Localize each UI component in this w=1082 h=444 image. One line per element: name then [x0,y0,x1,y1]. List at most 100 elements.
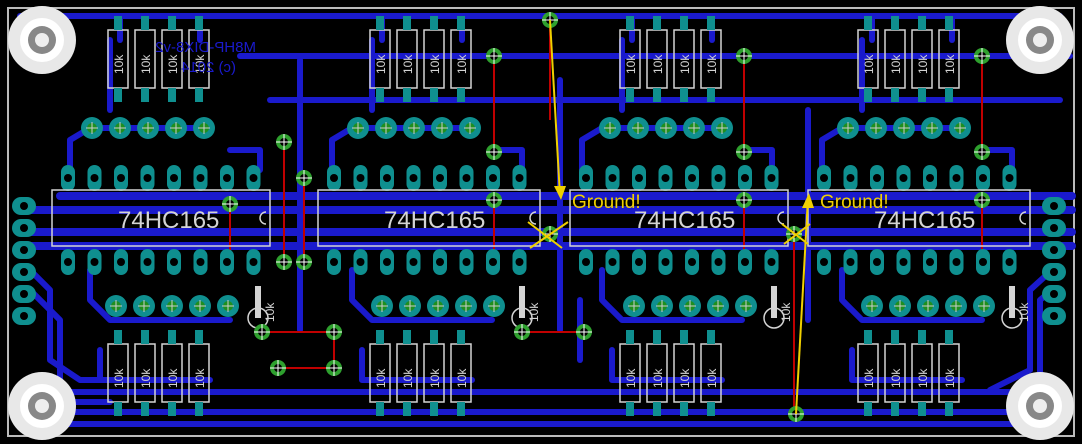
pad-cross [194,300,206,312]
resistor-lead [457,330,465,344]
pad-cross [404,300,416,312]
pad-hole [223,174,231,182]
via-cross [576,324,592,340]
pad-cross [222,300,234,312]
annotations: Ground! Ground! [527,19,889,415]
mounting-holes [8,6,1074,440]
standing-resistor-lead [255,286,261,318]
resistor-label: 10k [455,54,469,74]
pad-cross [628,300,640,312]
pad-cross [688,122,700,134]
via-cross [486,48,502,64]
resistor-lead [918,402,926,416]
chip-body [317,189,541,247]
resistor-label: 10k [678,368,692,388]
resistor-lead [864,330,872,344]
pad-hole [356,174,365,182]
connector-hole [20,202,28,210]
copper-trace [87,267,233,323]
resistor-lead [864,16,872,30]
mounting-hole-center [35,399,49,413]
arrow-icon [549,19,561,197]
pad-hole [462,258,471,266]
resistor-lead [403,88,411,102]
pad-hole [409,258,418,266]
pad-hole [90,258,99,266]
resistor-label: 10k [455,368,469,388]
pad-hole [926,174,934,182]
pad-hole [635,174,643,182]
via-cross [514,324,530,340]
resistor-lead [626,16,634,30]
resistor-lead [653,402,661,416]
copper-trace [609,347,725,383]
pad-hole [117,258,125,266]
pad-hole [409,174,418,182]
via-cross [276,254,292,270]
resistor-label: 10k [651,368,665,388]
resistor-lead [918,16,926,30]
resistor-label: 10k [705,368,719,388]
copper-trace [489,147,525,173]
pad-hole [436,174,444,182]
pad-hole [170,258,178,266]
resistor-label: 10k [193,54,207,74]
pad-cross [380,122,392,134]
resistor-lead [680,402,688,416]
pad-hole [714,258,723,266]
ic-chips [51,117,1031,317]
pad-hole [462,174,471,182]
resistor-lead [376,88,384,102]
connector-hole [20,290,28,298]
annotation-text: Ground! [820,192,889,213]
pad-hole [926,258,934,266]
chip-notch [777,211,785,225]
pad-hole [952,258,961,266]
pad-cross [950,300,962,312]
pad-hole [117,174,125,182]
pad-cross [898,122,910,134]
pad-hole [383,174,391,182]
resistor-lead [114,330,122,344]
pad-cross [408,122,420,134]
resistor-lead [195,402,203,416]
resistor-label: 10k [678,54,692,74]
resistor-lead [653,88,661,102]
pad-cross [954,122,966,134]
via-cross [270,360,286,376]
pad-cross [712,300,724,312]
via-cross [736,144,752,160]
resistor-label: 10k [374,54,388,74]
resistor-label: 10k [889,54,903,74]
resistor-lead [626,88,634,102]
resistor-label: 10k [862,368,876,388]
pad-cross [460,300,472,312]
pad-hole [688,174,696,182]
connector-hole [20,224,28,232]
pad-hole [688,258,696,266]
resistor-lead [430,16,438,30]
air-wires [229,20,983,414]
pad-hole [899,174,908,182]
via-cross [296,254,312,270]
pad-hole [952,174,961,182]
resistor-lead [891,88,899,102]
resistor-lead [945,16,953,30]
standing-resistor-lead [1009,286,1015,318]
pad-hole [767,174,776,182]
resistor-label: 10k [943,368,957,388]
pad-cross [894,300,906,312]
pad-cross [436,122,448,134]
resistor-label: 10k [374,368,388,388]
ground-cross-icon [781,223,811,245]
resistor-lead [195,88,203,102]
resistor-lead [376,402,384,416]
arrow-head-icon [554,186,566,200]
pad-cross [922,300,934,312]
chip-body [51,189,271,247]
resistor-lead [403,330,411,344]
resistor-label: 10k [139,54,153,74]
pad-cross [632,122,644,134]
resistor-lead [141,330,149,344]
pad-cross [198,122,210,134]
